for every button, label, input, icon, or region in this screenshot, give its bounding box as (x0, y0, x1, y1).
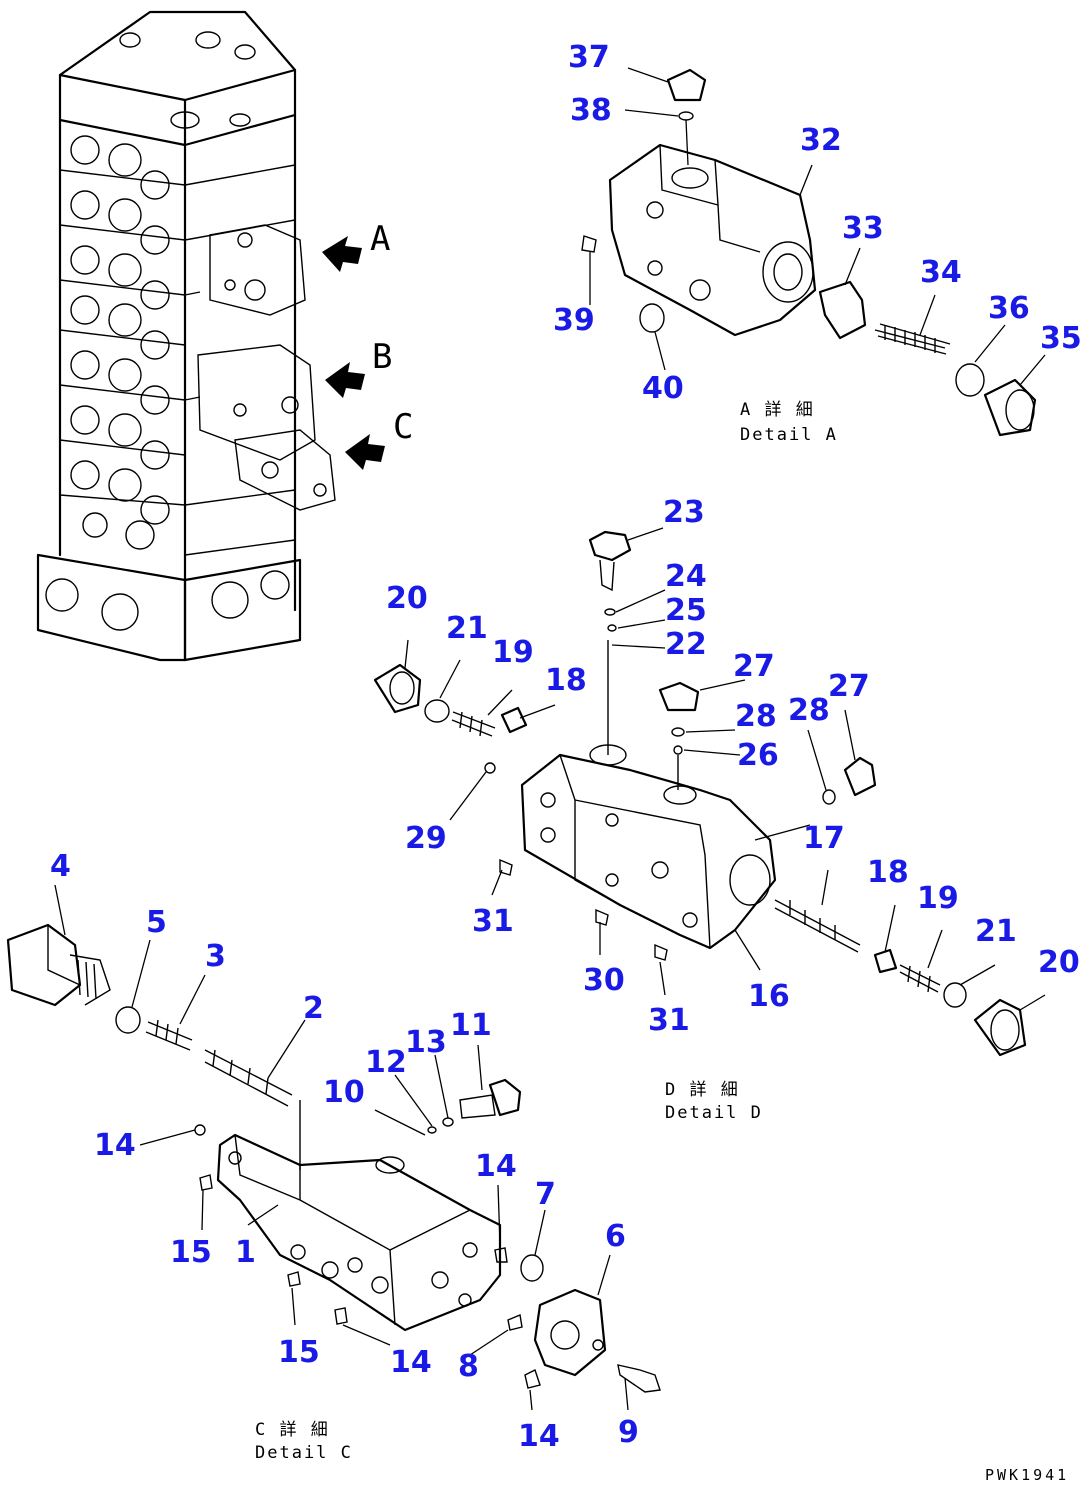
view-marker-a: A (370, 219, 390, 259)
part-label-14-center: 14 (390, 1345, 432, 1380)
part-label-29: 29 (405, 821, 447, 856)
part-label-37: 37 (568, 40, 610, 75)
view-marker-b: B (372, 337, 392, 377)
part-label-15-bottom: 15 (278, 1335, 320, 1370)
part-label-6: 6 (605, 1219, 626, 1254)
part-label-20-right: 20 (1038, 945, 1080, 980)
part-label-4: 4 (50, 849, 71, 884)
part-label-28-top: 28 (735, 699, 777, 734)
detail-c-caption-jp: C 詳 細 (255, 1420, 330, 1440)
part-label-14-right: 14 (475, 1149, 517, 1184)
drawing-code: PWK1941 (985, 1466, 1069, 1484)
part-label-11: 11 (450, 1008, 492, 1043)
part-label-18-right: 18 (867, 855, 909, 890)
detail-a-caption-en: Detail A (740, 425, 838, 445)
part-label-17: 17 (803, 821, 845, 856)
detail-c-drawing: C 詳 細 Detail C (6, 884, 661, 1463)
part-label-1: 1 (235, 1235, 256, 1270)
part-label-18-left: 18 (545, 663, 587, 698)
detail-c-caption-en: Detail C (255, 1443, 353, 1463)
main-valve-assembly: A B C (36, 10, 413, 662)
part-label-25: 25 (665, 593, 707, 628)
part-label-32: 32 (800, 123, 842, 158)
part-label-33: 33 (842, 211, 884, 246)
part-label-19-left: 19 (492, 635, 534, 670)
detail-a-caption-jp: A 詳 細 (740, 400, 815, 420)
part-label-40: 40 (642, 371, 684, 406)
part-label-35: 35 (1040, 321, 1082, 356)
part-label-9: 9 (618, 1415, 639, 1450)
part-label-24: 24 (665, 559, 707, 594)
part-label-34: 34 (920, 255, 962, 290)
view-marker-c: C (393, 407, 413, 447)
part-label-3: 3 (205, 939, 226, 974)
part-label-10: 10 (323, 1075, 365, 1110)
part-label-19-right: 19 (917, 881, 959, 916)
part-label-20-left: 20 (386, 581, 428, 616)
part-label-22: 22 (665, 627, 707, 662)
detail-d-caption-en: Detail D (665, 1103, 763, 1123)
part-label-27-right: 27 (828, 669, 870, 704)
detail-d-drawing: D 詳 細 Detail D (373, 527, 1046, 1123)
part-label-14-bottom: 14 (518, 1419, 560, 1454)
part-label-2: 2 (303, 991, 324, 1026)
part-label-36: 36 (988, 291, 1030, 326)
part-label-39: 39 (553, 303, 595, 338)
part-label-14-left: 14 (94, 1128, 136, 1163)
part-label-7: 7 (535, 1177, 556, 1212)
part-label-8: 8 (458, 1349, 479, 1384)
part-label-30: 30 (583, 963, 625, 998)
detail-d-caption-jp: D 詳 細 (665, 1080, 740, 1100)
part-label-28-right: 28 (788, 693, 830, 728)
part-label-31-bottom: 31 (648, 1003, 690, 1038)
detail-a-drawing: A 詳 細 Detail A (581, 67, 1046, 445)
part-label-21-left: 21 (446, 611, 488, 646)
part-label-21-right: 21 (975, 914, 1017, 949)
part-labels: 37 38 32 33 34 36 35 39 40 23 24 25 22 2… (50, 40, 1082, 1454)
part-label-31-left: 31 (472, 904, 514, 939)
part-label-13: 13 (405, 1025, 447, 1060)
part-label-15-top: 15 (170, 1235, 212, 1270)
part-label-23: 23 (663, 495, 705, 530)
part-label-38: 38 (570, 93, 612, 128)
part-label-16: 16 (748, 979, 790, 1014)
part-label-27-top: 27 (733, 649, 775, 684)
part-label-26: 26 (737, 738, 779, 773)
part-label-12: 12 (365, 1045, 407, 1080)
part-label-5: 5 (146, 905, 167, 940)
